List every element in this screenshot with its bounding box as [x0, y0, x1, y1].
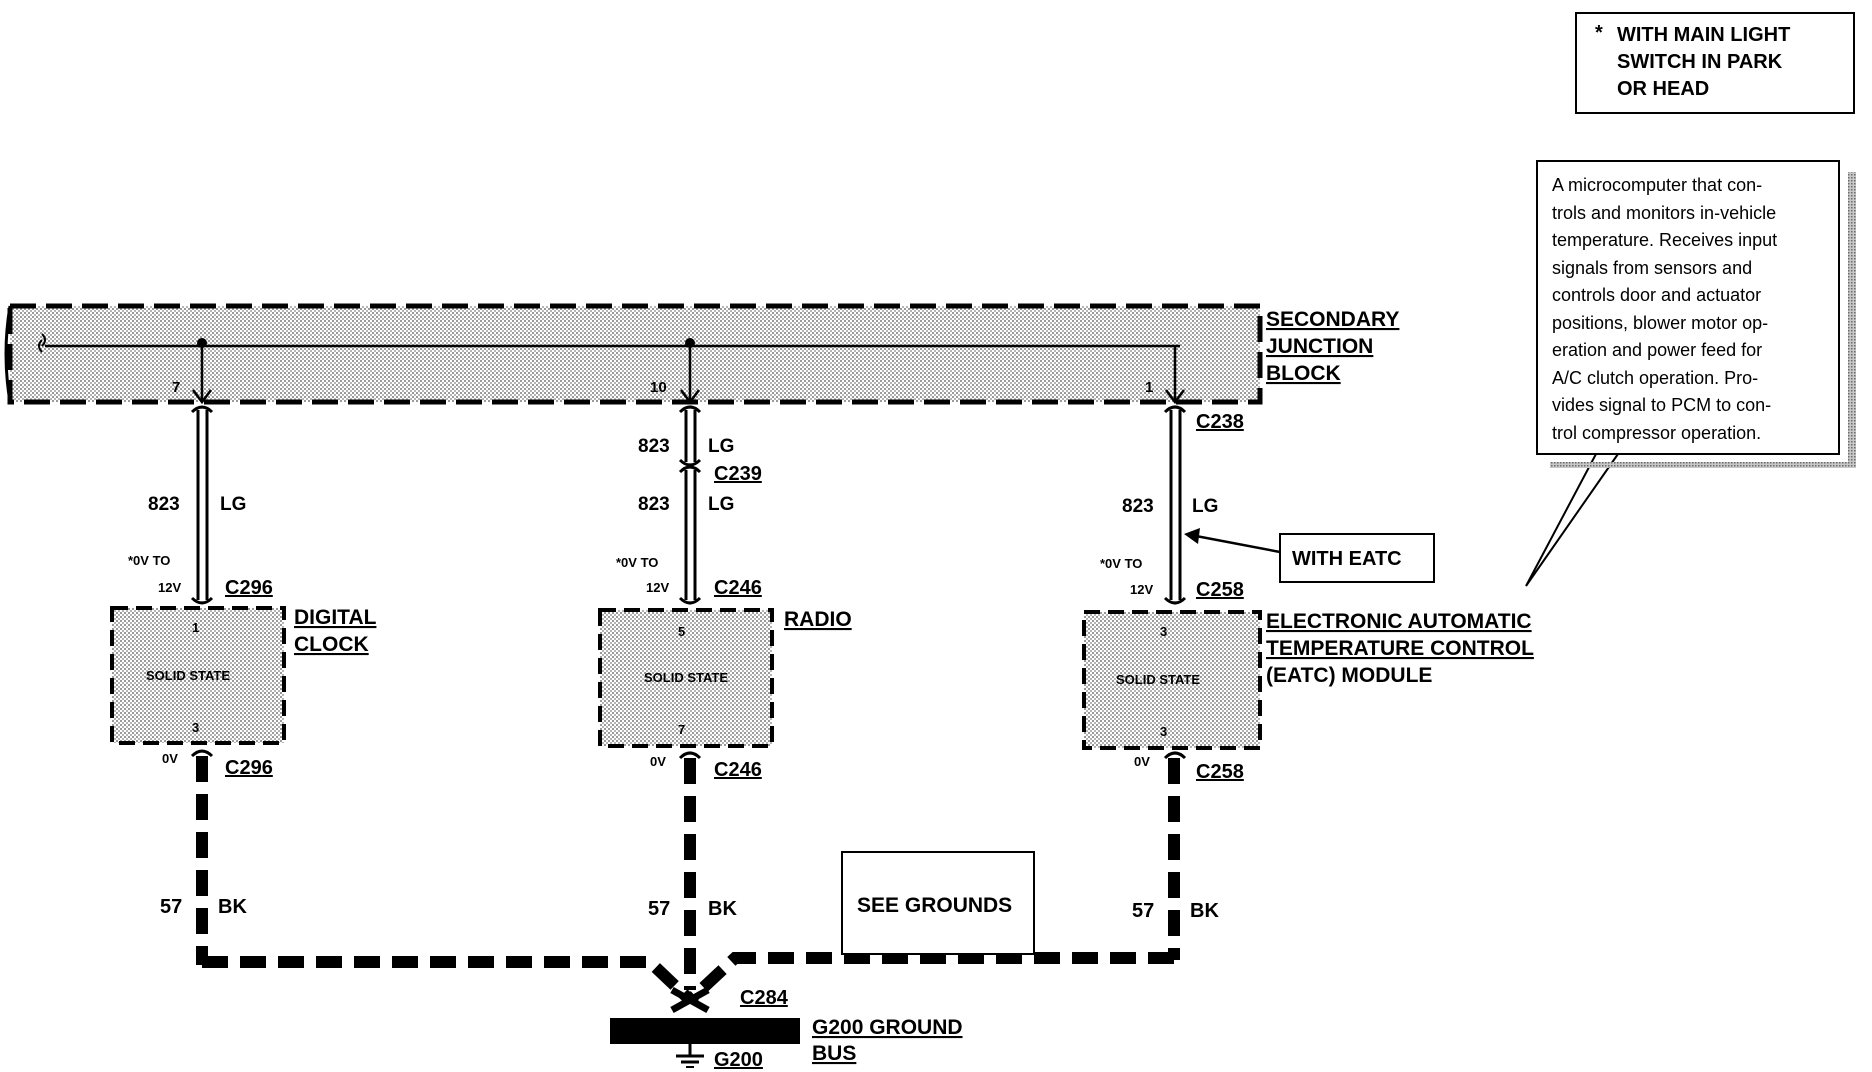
- callout-line-8: A/C clutch operation. Pro-: [1552, 367, 1759, 388]
- ground-bus-label-line-2: BUS: [812, 1042, 856, 1065]
- eatc-ground-wire: 0V C258 57 BK: [1132, 751, 1244, 960]
- c284-label: C284: [740, 987, 789, 1009]
- clock-inner-label: SOLID STATE: [146, 668, 230, 683]
- eatc-wire-color: LG: [1192, 496, 1218, 517]
- note-line-3: OR HEAD: [1617, 78, 1710, 100]
- c296-bottom-label: C296: [225, 757, 273, 779]
- eatc-pin-top: 3: [1160, 624, 1167, 639]
- c296-top-label: C296: [225, 577, 273, 599]
- digital-clock-module: 1 SOLID STATE 3: [110, 606, 286, 745]
- c238-label: C238: [1196, 411, 1244, 433]
- radio-name: RADIO: [784, 608, 852, 631]
- callout-line-7: eration and power feed for: [1552, 340, 1763, 360]
- note-line-1: WITH MAIN LIGHT: [1617, 24, 1791, 46]
- eatc-name-line-1: ELECTRONIC AUTOMATIC: [1266, 610, 1532, 633]
- with-eatc-note: WITH EATC: [1184, 528, 1435, 583]
- junction-label-line-1: SECONDARY: [1266, 308, 1399, 331]
- clock-feed-wire: 823 LG *0V TO 12V C296: [128, 405, 273, 605]
- radio-inner-label: SOLID STATE: [644, 670, 728, 685]
- eatc-inner-label: SOLID STATE: [1116, 672, 1200, 687]
- note-line-2: SWITCH IN PARK: [1617, 51, 1783, 73]
- note-text: WITH MAIN LIGHT SWITCH IN PARK OR HEAD: [1617, 22, 1790, 103]
- clock-wire-color: LG: [220, 494, 246, 515]
- callout-line-5: controls door and actuator: [1552, 285, 1762, 305]
- callout-line-1: A microcomputer that con-: [1552, 175, 1763, 195]
- eatc-pin-bottom: 3: [1160, 724, 1167, 739]
- radio-wire-color-top: LG: [708, 436, 734, 457]
- eatc-name-line-3: (EATC) MODULE: [1266, 664, 1432, 687]
- see-grounds-text: SEE GROUNDS: [857, 894, 1012, 917]
- eatc-ground-circuit: 57: [1132, 900, 1154, 922]
- eatc-ground-color: BK: [1190, 900, 1219, 922]
- radio-voltage-bottom: 12V: [646, 580, 669, 595]
- radio-ground-color: BK: [708, 898, 737, 920]
- see-grounds-box: SEE GROUNDS: [841, 851, 1035, 955]
- secondary-junction-block: 7 10 1: [4, 303, 1263, 405]
- clock-name-line-2: CLOCK: [294, 633, 369, 656]
- eatc-module: 3 SOLID STATE 3: [1082, 610, 1262, 750]
- eatc-name-line-2: TEMPERATURE CONTROL: [1266, 637, 1534, 660]
- clock-pin-top: 1: [192, 620, 199, 635]
- c246-bottom-label: C246: [714, 759, 762, 781]
- radio-ground-circuit: 57: [648, 898, 670, 920]
- junction-label-line-2: JUNCTION: [1266, 335, 1373, 358]
- clock-voltage-bottom: 12V: [158, 580, 181, 595]
- radio-pin-top: 5: [678, 624, 685, 639]
- g200-label: G200: [714, 1049, 763, 1071]
- c239-label: C239: [714, 463, 762, 485]
- radio-ground-wire: 0V C246 57 BK: [648, 751, 762, 990]
- c258-top-label: C258: [1196, 579, 1244, 601]
- radio-ground-voltage: 0V: [650, 754, 666, 769]
- callout-line-4: signals from sensors and: [1552, 257, 1753, 278]
- eatc-voltage-top: *0V TO: [1100, 556, 1142, 571]
- ground-bus-bar: [610, 1018, 800, 1044]
- clock-ground-wire: 0V C296 57 BK: [160, 749, 273, 965]
- ground-bus-label-line-1: G200 GROUND: [812, 1016, 963, 1039]
- ground-bus-wiring: C284 G200 G200 GROUND BUS: [202, 952, 1174, 1071]
- junction-block-label: SECONDARY JUNCTION BLOCK: [1266, 308, 1399, 385]
- clock-ground-voltage: 0V: [162, 751, 178, 766]
- radio-wire-circuit: 823: [638, 494, 670, 515]
- callout-line-10: trol compressor operation.: [1552, 422, 1762, 443]
- callout-line-9: vides signal to PCM to con-: [1552, 395, 1772, 415]
- eatc-description-callout: A microcomputer that con- trols and moni…: [1536, 160, 1840, 455]
- radio-wire-color: LG: [708, 494, 734, 515]
- clock-pin-bottom: 3: [192, 720, 199, 735]
- radio-module: 5 SOLID STATE 7: [598, 608, 774, 748]
- radio-pin-bottom: 7: [678, 722, 685, 737]
- callout-line-2: trols and monitors in-vehicle: [1552, 202, 1777, 223]
- eatc-feed-wire: C238 823 LG *0V TO 12V C258: [1100, 405, 1244, 605]
- clock-voltage-top: *0V TO: [128, 553, 170, 568]
- radio-voltage-top: *0V TO: [616, 555, 658, 570]
- pin-1-label: 1: [1145, 379, 1153, 396]
- pin-7-label: 7: [172, 379, 180, 396]
- c246-top-label: C246: [714, 577, 762, 599]
- clock-name-line-1: DIGITAL: [294, 606, 377, 629]
- radio-wire-circuit-top: 823: [638, 436, 670, 457]
- clock-wire-circuit: 823: [148, 494, 180, 515]
- eatc-voltage-bottom: 12V: [1130, 582, 1153, 597]
- note-star: *: [1595, 22, 1603, 44]
- clock-ground-circuit: 57: [160, 896, 182, 918]
- callout-line-3: temperature. Receives input: [1552, 230, 1778, 250]
- c258-bottom-label: C258: [1196, 761, 1244, 783]
- callout-pointer: [1525, 172, 1856, 587]
- junction-label-line-3: BLOCK: [1266, 362, 1341, 385]
- eatc-wire-circuit: 823: [1122, 496, 1154, 517]
- pin-10-label: 10: [650, 379, 667, 396]
- radio-feed-wire: 823 LG C239 823 LG *0V TO 12V C246: [616, 405, 762, 605]
- callout-line-6: positions, blower motor op-: [1552, 312, 1769, 333]
- with-eatc-text: WITH EATC: [1292, 548, 1402, 570]
- note-box: * WITH MAIN LIGHT SWITCH IN PARK OR HEAD: [1575, 12, 1855, 114]
- clock-ground-color: BK: [218, 896, 247, 918]
- eatc-ground-voltage: 0V: [1134, 754, 1150, 769]
